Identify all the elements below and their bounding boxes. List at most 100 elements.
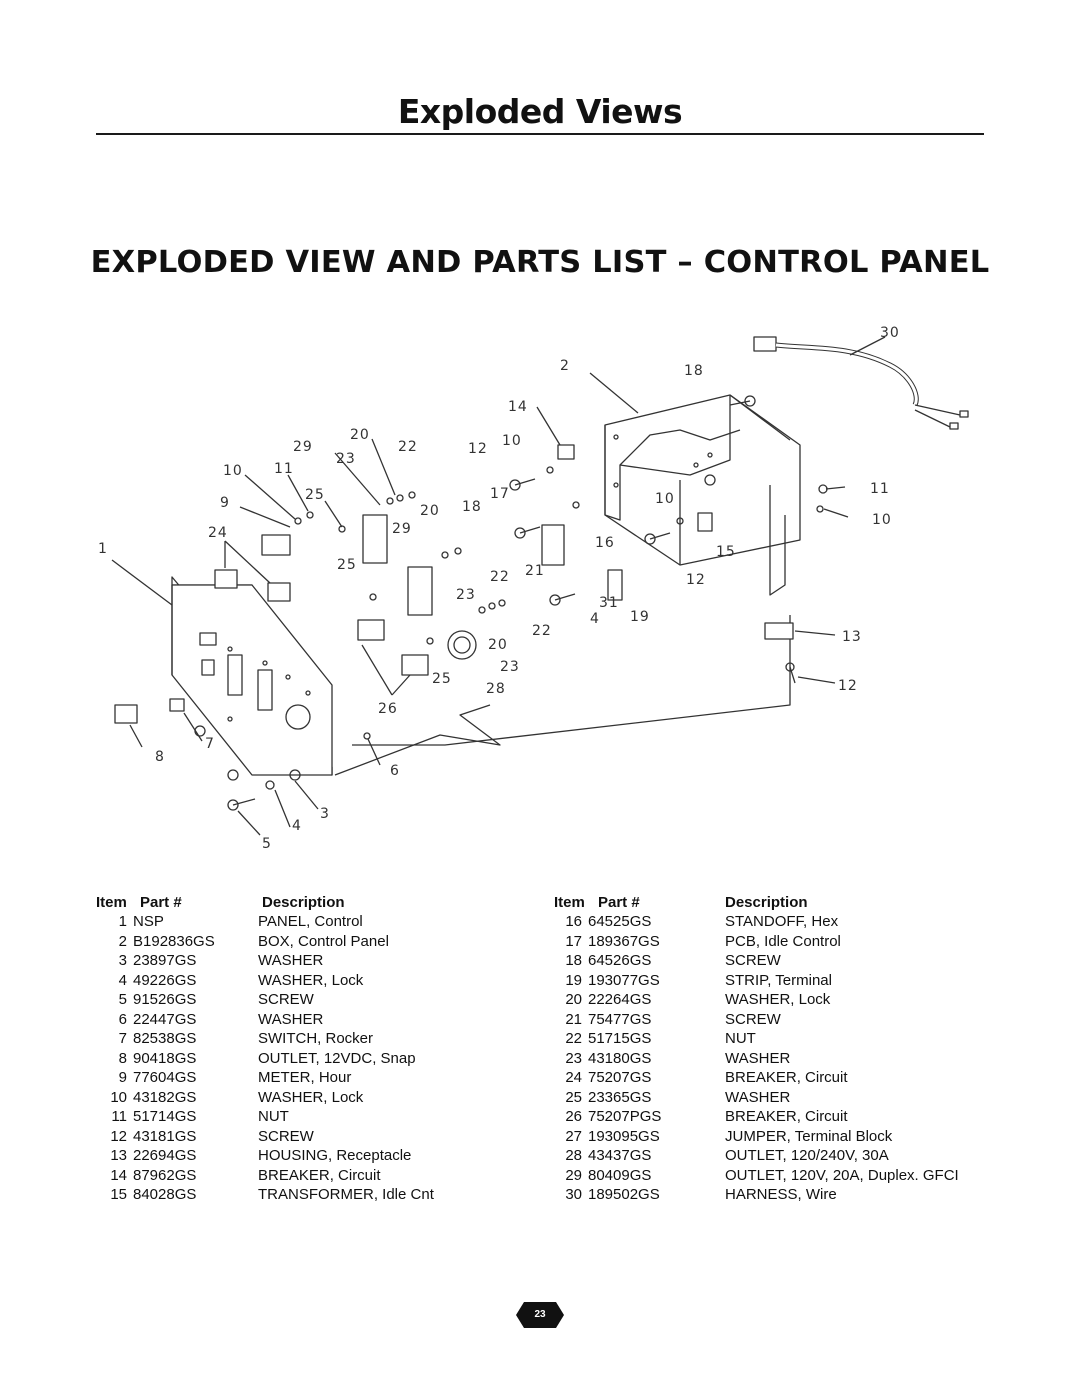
svg-text:11: 11: [274, 461, 294, 477]
part-description: HOUSING, Receptacle: [258, 1147, 412, 1164]
item-number: 28: [565, 1147, 582, 1164]
part-number: 77604GS: [133, 1069, 197, 1086]
part-number: 193095GS: [588, 1127, 660, 1145]
item-number: 29: [565, 1166, 582, 1184]
item-number: 4: [118, 971, 127, 989]
item-number: 21: [565, 1010, 582, 1028]
svg-text:10: 10: [223, 463, 243, 479]
table-row: 10 43182GS WASHER, Lock: [96, 1088, 516, 1108]
part-header: Part #: [598, 894, 640, 911]
item-number: 18: [565, 952, 582, 969]
section-heading: EXPLODED VIEW AND PARTS LIST – CONTROL P…: [90, 245, 990, 280]
part-description: WASHER, Lock: [258, 1088, 364, 1106]
part-number: 64525GS: [588, 913, 652, 930]
part-number: 189502GS: [588, 1186, 660, 1203]
part-description: BREAKER, Circuit: [725, 1069, 848, 1086]
item-number: 26: [565, 1108, 582, 1125]
part-description: BREAKER, Circuit: [258, 1166, 381, 1184]
item-number: 6: [118, 1010, 127, 1028]
item-number: 11: [111, 1108, 127, 1125]
table-row: 26 75207PGS BREAKER, Circuit: [554, 1107, 994, 1127]
item-header: Item: [554, 894, 585, 911]
part-number: 23897GS: [133, 952, 197, 969]
table-row: 9 77604GS METER, Hour: [96, 1068, 516, 1088]
part-description: SCREW: [725, 952, 781, 969]
part-description: STANDOFF, Hex: [725, 913, 839, 930]
part-description: NUT: [725, 1030, 756, 1047]
svg-text:5: 5: [262, 836, 272, 852]
svg-text:25: 25: [432, 671, 452, 687]
item-number: 10: [110, 1088, 127, 1106]
part-description: WASHER: [725, 1049, 791, 1067]
part-number: B192836GS: [133, 932, 215, 950]
table-row: 21 75477GS SCREW: [554, 1010, 994, 1030]
item-number: 8: [118, 1049, 127, 1067]
part-number: 75207PGS: [588, 1108, 662, 1125]
part-number: 22447GS: [133, 1010, 197, 1028]
item-number: 17: [565, 932, 582, 950]
part-description: SCREW: [725, 1010, 781, 1028]
parts-table-header: Item Part # Description: [96, 893, 516, 912]
part-number: 51714GS: [133, 1108, 197, 1125]
part-description: NUT: [258, 1108, 289, 1125]
svg-text:31: 31: [599, 595, 619, 611]
svg-text:1: 1: [98, 541, 108, 557]
part-description: PCB, Idle Control: [725, 932, 841, 950]
title-rule: [96, 133, 984, 135]
part-number: 193077GS: [588, 971, 660, 989]
item-number: 24: [565, 1069, 582, 1086]
svg-text:7: 7: [205, 736, 215, 752]
part-number: 75477GS: [588, 1010, 652, 1028]
svg-text:13: 13: [842, 629, 862, 645]
svg-text:19: 19: [630, 609, 650, 625]
item-header: Item: [96, 894, 127, 911]
part-description: JUMPER, Terminal Block: [725, 1127, 893, 1145]
item-number: 9: [118, 1069, 127, 1086]
panel-face: [171, 584, 333, 776]
item-number: 30: [565, 1186, 582, 1203]
part-number: 64526GS: [588, 952, 652, 969]
item-number: 22: [565, 1030, 582, 1047]
part-description: WASHER: [258, 952, 324, 969]
svg-text:20: 20: [488, 637, 508, 653]
svg-text:10: 10: [872, 512, 892, 528]
item-number: 23: [565, 1049, 582, 1067]
page-title: Exploded Views: [397, 92, 683, 131]
part-description: SCREW: [258, 1127, 314, 1145]
item-number: 25: [565, 1088, 582, 1106]
control-box: [604, 394, 801, 566]
part-number: 22694GS: [133, 1147, 197, 1164]
item-number: 19: [565, 971, 582, 989]
svg-text:6: 6: [390, 763, 400, 779]
part-description: WASHER, Lock: [258, 971, 364, 989]
exploded-view-diagram: 2 30 18 14 20 29 23 22 12 10 10 11 25 17…: [98, 325, 969, 852]
svg-text:20: 20: [420, 503, 440, 519]
part-number: 43182GS: [133, 1088, 197, 1106]
part-description: BREAKER, Circuit: [725, 1108, 848, 1125]
item-number: 2: [118, 932, 127, 950]
item-number: 5: [118, 991, 127, 1008]
part-description: METER, Hour: [258, 1069, 352, 1086]
svg-text:10: 10: [502, 433, 522, 449]
svg-text:22: 22: [490, 569, 510, 585]
part-number: 75207GS: [588, 1069, 652, 1086]
table-row: 18 64526GS SCREW: [554, 951, 994, 971]
